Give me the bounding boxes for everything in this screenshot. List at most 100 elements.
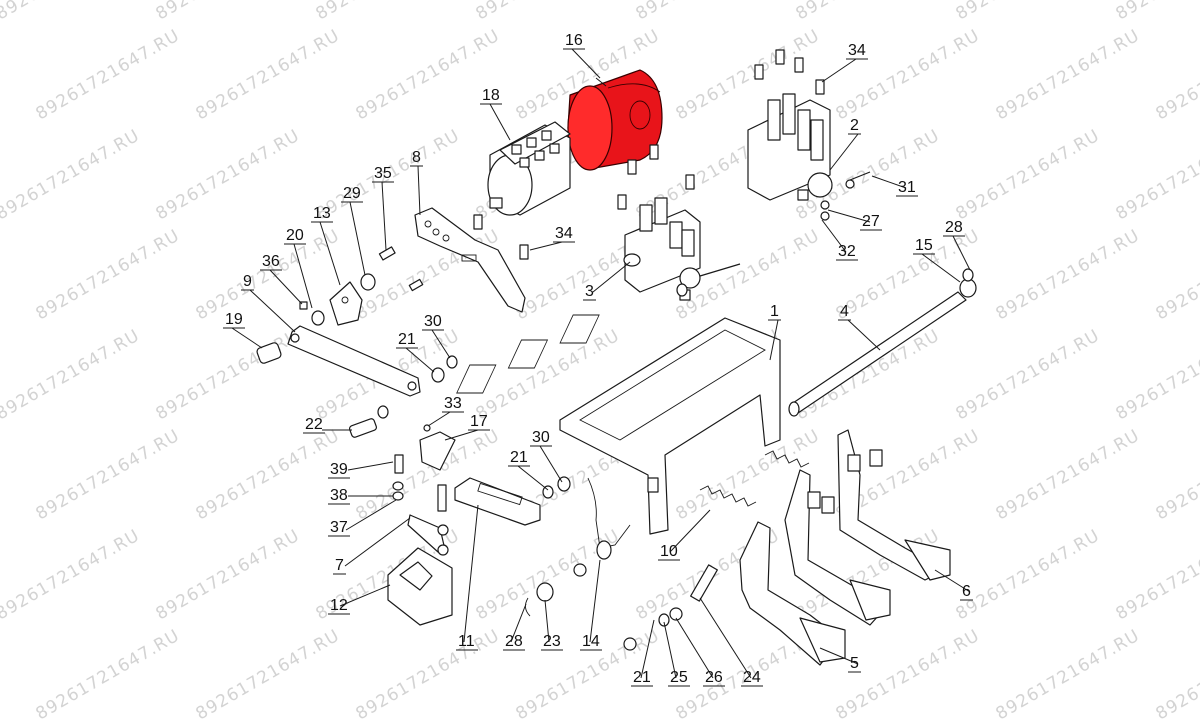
watermark-text: 89261721647.RU	[1153, 626, 1200, 720]
leader-line	[231, 327, 263, 349]
callout-number: 21	[633, 669, 651, 686]
callout-number: 8	[412, 149, 421, 166]
callout-c4: 4	[838, 303, 881, 351]
callout-c13: 13	[311, 205, 341, 286]
callout-number: 21	[398, 331, 416, 348]
callout-layer: 1234567891011121314151617181920212121222…	[223, 32, 973, 687]
callout-number: 5	[850, 655, 859, 672]
leader-line	[827, 209, 871, 223]
callout-c14: 14	[580, 559, 602, 651]
leader-line	[592, 261, 631, 293]
watermark-text: 89261721647.RU	[0, 126, 143, 225]
callout-number: 34	[555, 225, 573, 242]
watermark-text: 89261721647.RU	[993, 626, 1144, 720]
leader-line	[699, 597, 752, 679]
part-3-valve-body	[623, 197, 741, 301]
callout-c21a: 21	[396, 331, 435, 373]
watermark-text: 89261721647.RU	[1113, 526, 1200, 625]
callout-number: 38	[330, 487, 348, 504]
watermark-text: 89261721647.RU	[153, 526, 304, 625]
callout-c20: 20	[284, 227, 313, 309]
callout-c3: 3	[583, 261, 631, 301]
callout-number: 20	[286, 227, 304, 244]
callout-c22: 22	[303, 416, 352, 434]
callout-c5: 5	[819, 647, 861, 673]
leader-line	[249, 289, 296, 333]
callout-c12: 12	[328, 584, 391, 615]
watermark-text: 89261721647.RU	[793, 0, 944, 24]
callout-number: 30	[424, 313, 442, 330]
watermark-text: 89261721647.RU	[153, 126, 304, 225]
callout-c23: 23	[541, 599, 563, 651]
leader-line	[463, 504, 479, 643]
leader-line	[669, 509, 711, 553]
callout-number: 25	[670, 669, 688, 686]
watermark-text: 89261721647.RU	[353, 26, 504, 125]
callout-c2: 2	[829, 117, 861, 171]
watermark-text: 89261721647.RU	[193, 426, 344, 525]
callout-c11: 11	[456, 504, 479, 651]
callout-number: 10	[660, 543, 678, 560]
watermark-text: 89261721647.RU	[953, 126, 1104, 225]
part-18-switch-block	[473, 121, 571, 230]
part-22-bolt	[348, 405, 389, 438]
leader-line	[821, 219, 847, 253]
leader-line	[675, 617, 714, 679]
callout-number: 29	[343, 185, 361, 202]
watermark-text: 89261721647.RU	[193, 26, 344, 125]
callout-c9: 9	[241, 273, 296, 333]
callout-number: 14	[582, 633, 600, 650]
callout-c27: 27	[827, 209, 882, 231]
callout-number: 36	[262, 253, 280, 270]
callout-number: 18	[482, 87, 500, 104]
watermark-text: 89261721647.RU	[993, 226, 1144, 325]
callout-c26: 26	[675, 617, 725, 687]
leader-line	[821, 58, 857, 83]
callout-c30b: 30	[530, 429, 563, 483]
callout-c15: 15	[913, 237, 961, 283]
callout-c28a: 28	[943, 219, 971, 271]
callout-number: 17	[470, 413, 488, 430]
watermark-text: 89261721647.RU	[1153, 226, 1200, 325]
callout-number: 34	[848, 42, 866, 59]
callout-c33: 33	[427, 395, 464, 427]
callout-c32: 32	[821, 219, 858, 261]
watermark-text: 89261721647.RU	[953, 0, 1104, 24]
leader-line	[571, 48, 601, 79]
watermark-text: 89261721647.RU	[953, 326, 1104, 425]
callout-c28b: 28	[503, 603, 527, 651]
leader-line	[663, 621, 677, 679]
callout-number: 35	[374, 165, 392, 182]
callout-c1: 1	[768, 303, 781, 361]
part-13-plate	[299, 246, 424, 326]
leader-line	[517, 465, 549, 491]
watermark-text: 89261721647.RU	[33, 226, 184, 325]
part-24-bolt	[623, 564, 718, 651]
callout-c25: 25	[663, 621, 690, 687]
callout-c21b: 21	[508, 449, 549, 491]
watermark-text: 89261721647.RU	[353, 626, 504, 720]
callout-c16: 16	[563, 32, 601, 79]
leader-line	[381, 181, 387, 251]
callout-number: 37	[330, 519, 348, 536]
watermark-text: 89261721647.RU	[33, 626, 184, 720]
watermark-text: 89261721647.RU	[33, 26, 184, 125]
part-2-valve-body	[747, 93, 871, 201]
callout-c7: 7	[333, 517, 411, 575]
callout-number: 28	[505, 633, 523, 650]
callout-c21c: 21	[631, 619, 655, 687]
callout-number: 4	[840, 303, 849, 320]
leader-line	[529, 241, 563, 251]
leader-line	[871, 175, 907, 189]
callout-c34b: 34	[529, 225, 575, 251]
leader-line	[952, 235, 971, 271]
leader-line	[829, 133, 859, 171]
leader-line	[349, 201, 366, 276]
leader-line	[417, 165, 421, 216]
leader-line	[847, 319, 881, 351]
callout-number: 15	[915, 237, 933, 254]
watermark-text: 89261721647.RU	[953, 526, 1104, 625]
callout-number: 13	[313, 205, 331, 222]
watermark-text: 89261721647.RU	[0, 526, 143, 625]
leader-line	[589, 559, 601, 643]
